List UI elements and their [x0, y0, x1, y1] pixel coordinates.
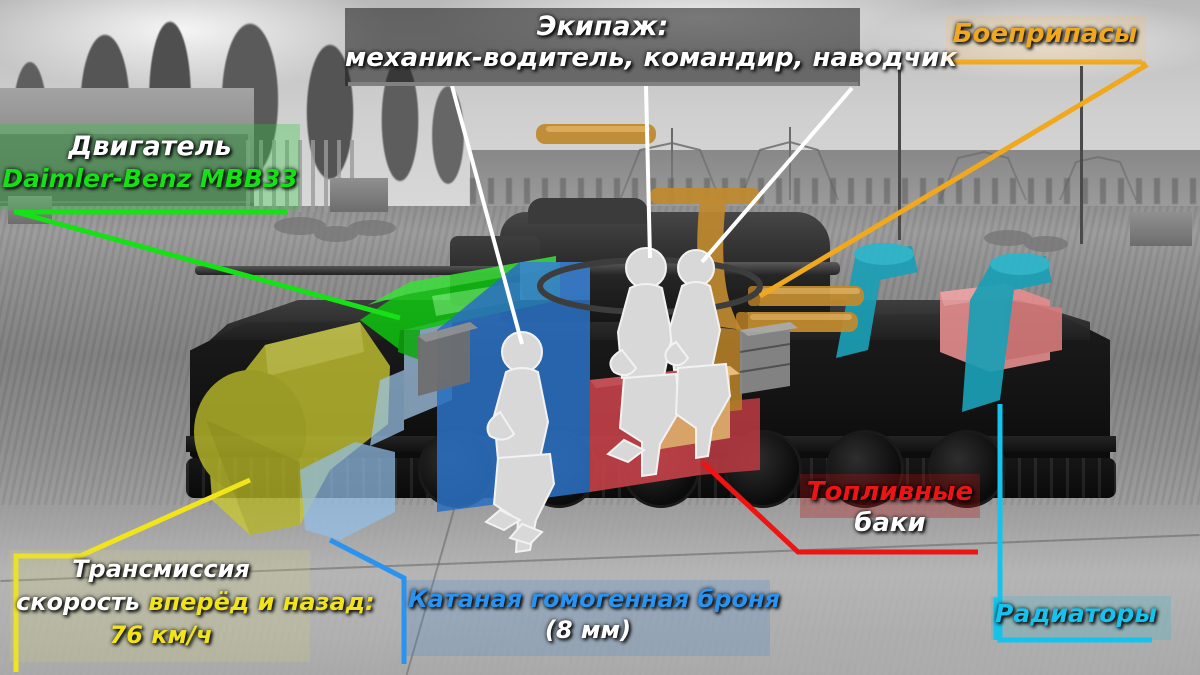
- label-armor[interactable]: Катаная гомогенная броня (8 мм): [406, 580, 780, 656]
- armor-thickness: (8 мм): [544, 615, 632, 644]
- engine-title: Двигатель: [68, 131, 232, 162]
- bunker-building: [0, 88, 254, 206]
- crew-figure-volume: [484, 247, 732, 554]
- ammo-label-tint: [946, 16, 1146, 62]
- engine-label-tint: [0, 124, 300, 210]
- transmission-volume: [194, 322, 390, 535]
- crew-label-tint: [345, 8, 860, 86]
- transmission-speed-row: скорость вперёд и назад:: [16, 587, 375, 616]
- crate: [330, 178, 388, 212]
- transmission-speed-label: скорость: [16, 587, 140, 616]
- fuel-label-tint: [800, 474, 980, 518]
- fuel-title: Топливные: [806, 477, 974, 507]
- crew-members: механик-водитель, командир, наводчик: [345, 43, 958, 74]
- transmission-speed-value: 76 км/ч: [109, 620, 213, 649]
- label-ammo[interactable]: Боеприпасы: [946, 16, 1146, 62]
- ammo-title: Боеприпасы: [952, 19, 1138, 49]
- radiator-label-tint: [991, 596, 1171, 640]
- transmission-speed-direction: вперёд и назад:: [148, 587, 375, 616]
- fuel-subtitle: баки: [854, 508, 926, 539]
- armor-label-tint: [406, 580, 770, 656]
- radiators-title: Радиаторы: [995, 599, 1157, 628]
- ammo-stack-volume: [739, 322, 798, 394]
- label-transmission[interactable]: Трансмиссия скорость вперёд и назад: 76 …: [10, 550, 375, 662]
- crew-title: Экипаж:: [536, 11, 669, 42]
- label-radiators[interactable]: Радиаторы: [991, 596, 1185, 640]
- transmission-title: Трансмиссия: [72, 555, 250, 583]
- transmission-label-tint: [10, 550, 310, 662]
- label-fuel[interactable]: Топливные баки: [800, 474, 980, 539]
- armor-title: Катаная гомогенная броня: [408, 585, 780, 613]
- label-engine[interactable]: Двигатель Daimler-Benz MBB33: [0, 124, 300, 210]
- engine-model: Daimler-Benz MBB33: [2, 164, 298, 194]
- label-crew[interactable]: Экипаж: механик-водитель, командир, наво…: [345, 8, 958, 86]
